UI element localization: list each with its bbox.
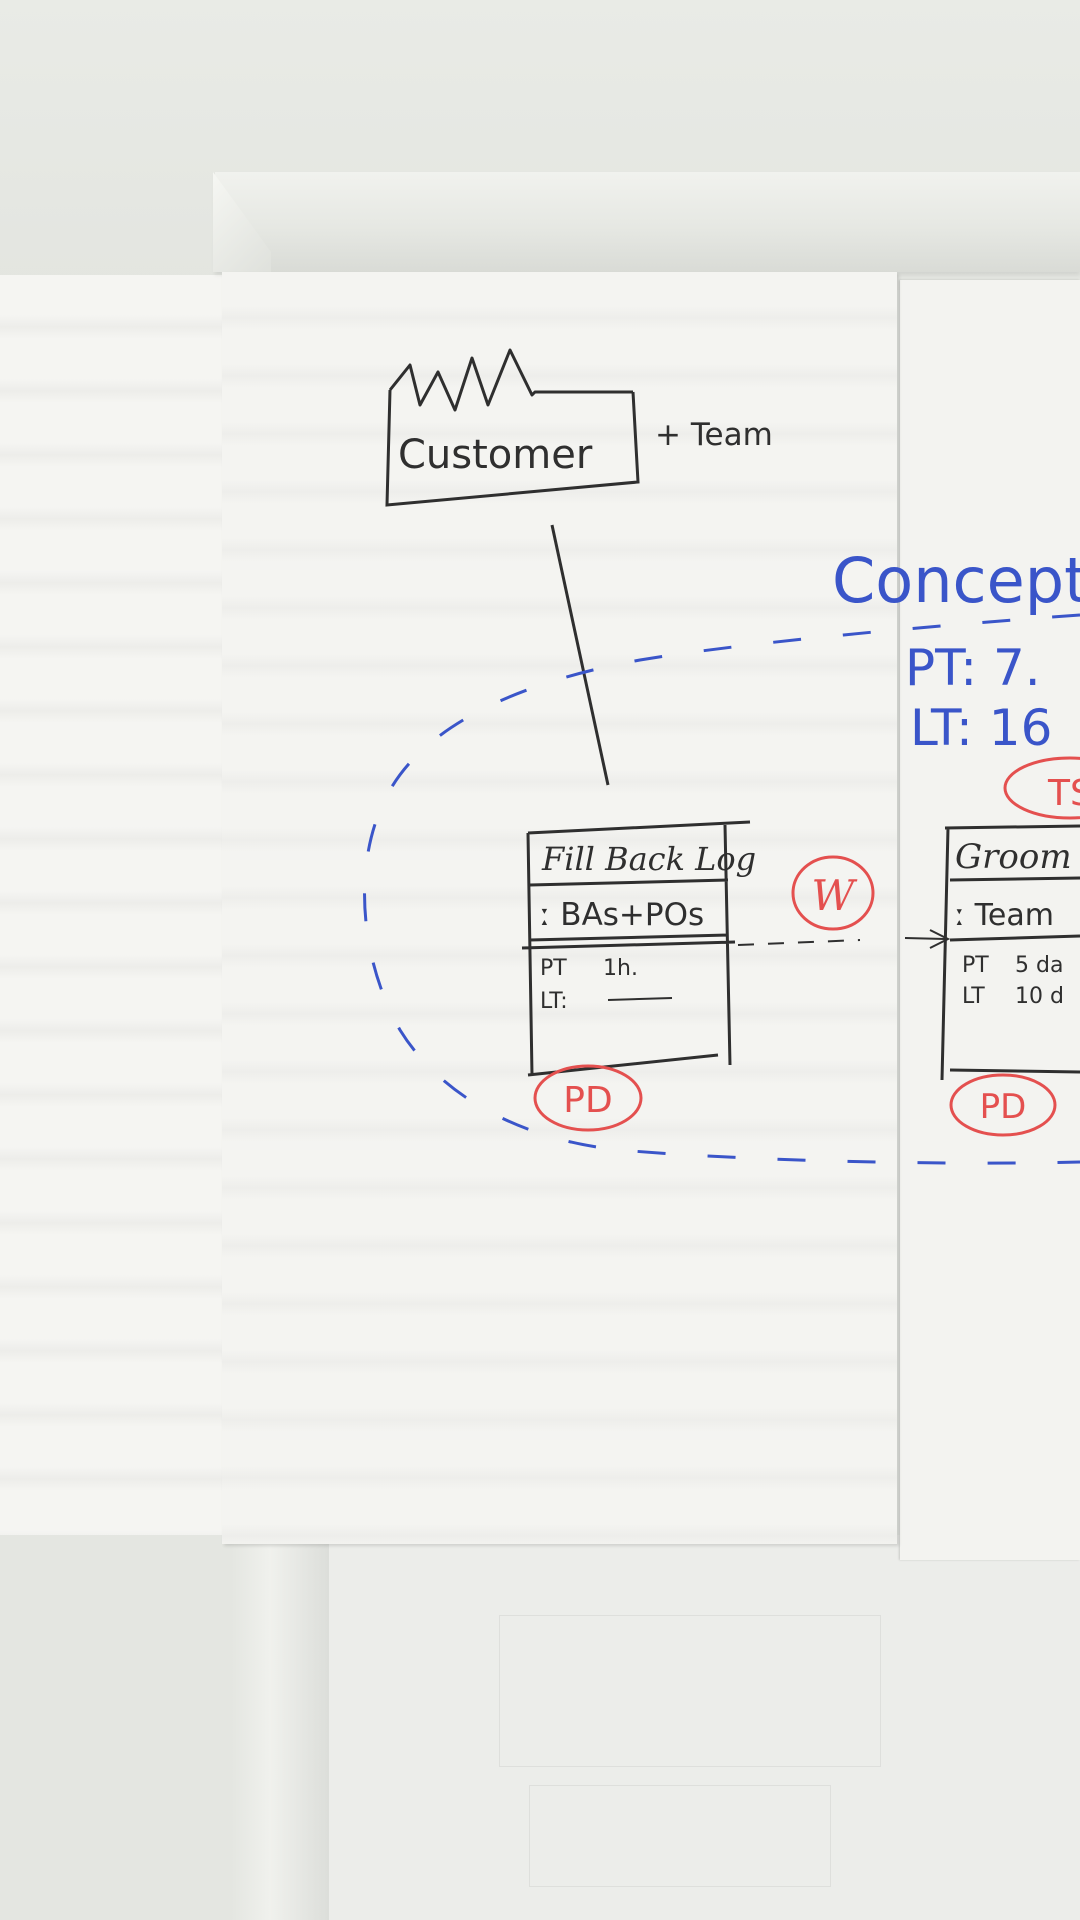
box1-title: Fill Back Log xyxy=(541,840,756,878)
box1-role: ː BAs+POs xyxy=(540,897,704,933)
factory-roof-icon xyxy=(388,348,633,412)
box1-pt-value: 1h. xyxy=(603,956,638,981)
lower-wall xyxy=(0,1535,231,1920)
svg-text:W: W xyxy=(811,871,858,920)
concept-pt: PT: 7. xyxy=(905,639,1041,697)
svg-text:PD: PD xyxy=(563,1080,612,1121)
team-label: + Team xyxy=(655,417,773,453)
flipchart-sheet-right xyxy=(900,280,1080,1560)
connector-line xyxy=(550,524,610,786)
flipchart-sheet-main xyxy=(222,272,897,1544)
marker-w: W xyxy=(791,855,875,931)
process-box-fill-backlog: Fill Back Log ː BAs+POs PT 1h. LT: xyxy=(521,820,756,1077)
concept-label: Concept xyxy=(832,544,1080,617)
flow-arrow-line xyxy=(737,939,861,946)
customer-box xyxy=(385,389,640,507)
box2-title: Groom xyxy=(955,837,1072,877)
box2-lt-label: LT xyxy=(962,984,985,1009)
box2-pt-label: PT xyxy=(962,953,989,978)
marker-pd-1: PD xyxy=(533,1064,643,1132)
customer-label: Customer xyxy=(398,432,593,478)
wall-post xyxy=(231,1535,329,1920)
process-box-groom: Groom ː Team PT 5 da LT 10 d xyxy=(940,824,1080,1081)
wall-rail xyxy=(215,172,1080,272)
faint-sketch xyxy=(499,1615,881,1767)
box1-lt-label: LT: xyxy=(540,989,568,1014)
box2-role: ː Team xyxy=(955,898,1054,933)
arrow-head-icon xyxy=(904,929,951,949)
value-stream-loop xyxy=(363,613,1080,1165)
marker-ts: TS xyxy=(1003,756,1080,820)
box1-pt-label: PT xyxy=(540,956,567,981)
box2-pt-value: 5 da xyxy=(1015,953,1063,978)
concept-lt: LT: 16 xyxy=(910,699,1052,757)
marker-pd-2: PD xyxy=(949,1073,1057,1137)
lower-paper xyxy=(329,1535,1080,1920)
faint-sketch xyxy=(529,1785,831,1887)
svg-text:PD: PD xyxy=(980,1087,1027,1127)
background-paper xyxy=(0,275,240,1535)
box2-lt-value: 10 d xyxy=(1015,984,1064,1009)
svg-text:TS: TS xyxy=(1047,773,1080,814)
